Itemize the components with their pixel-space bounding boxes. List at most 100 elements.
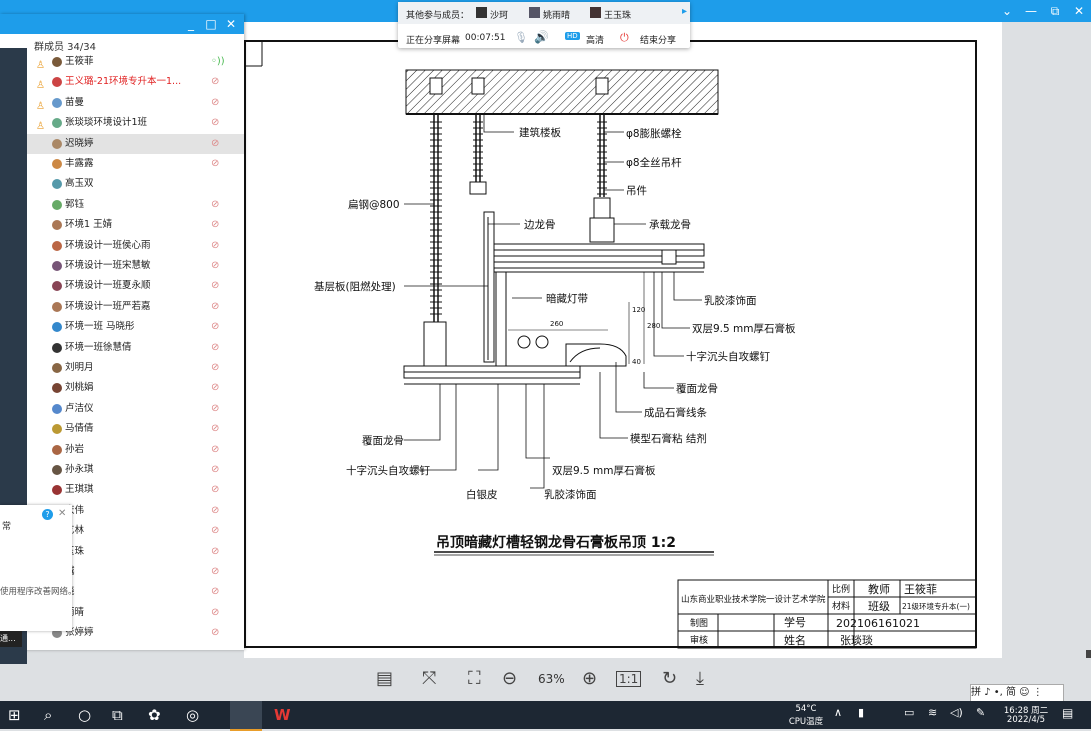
- member-name: 艺林: [65, 525, 85, 537]
- actual-size-icon[interactable]: 1:1: [616, 671, 642, 687]
- svg-text:202106161021: 202106161021: [836, 617, 920, 630]
- restore-icon[interactable]: ⧉: [1050, 3, 1060, 18]
- chevron-up-icon[interactable]: ∧: [834, 706, 843, 719]
- member-row[interactable]: 环境设计一班夏永顺⊘: [27, 276, 244, 296]
- member-name: 环境设计一班侯心雨: [65, 239, 151, 251]
- browser-icon[interactable]: ◎: [186, 706, 200, 724]
- end-share-button[interactable]: 结束分享: [640, 36, 677, 46]
- svg-text:边龙骨: 边龙骨: [524, 218, 556, 231]
- svg-text:教师: 教师: [868, 583, 890, 596]
- member-row[interactable]: 王琪琪⊘: [27, 480, 244, 500]
- close-icon[interactable]: ✕: [58, 508, 67, 519]
- member-row[interactable]: 环境一班徐慧倩⊘: [27, 338, 244, 358]
- search-icon[interactable]: ⌕: [44, 706, 53, 724]
- member-row[interactable]: 孙永琪⊘: [27, 460, 244, 480]
- member-name: 刘明月: [65, 362, 94, 373]
- cortana-icon[interactable]: ○: [78, 706, 92, 724]
- avatar: [52, 403, 62, 414]
- avatar: [52, 628, 62, 639]
- avatar: [590, 7, 601, 18]
- wifi-icon[interactable]: ≋: [928, 706, 938, 719]
- member-row[interactable]: 孙岩⊘: [27, 440, 244, 460]
- notification-center-icon[interactable]: ▤: [1062, 706, 1074, 720]
- app-icon[interactable]: ✿: [148, 706, 161, 724]
- speaker-icon[interactable]: 🔊: [534, 30, 549, 44]
- power-icon[interactable]: ⏻: [620, 31, 629, 44]
- zoom-in-icon[interactable]: ⊕: [582, 668, 598, 689]
- avatar: [52, 97, 62, 108]
- member-name: 环境一班 马晓彤: [65, 321, 135, 333]
- svg-text:姓名: 姓名: [784, 633, 806, 647]
- layout-icon[interactable]: ▤: [376, 668, 394, 689]
- download-icon[interactable]: ⤓: [696, 668, 704, 689]
- close-icon[interactable]: ✕: [1073, 4, 1085, 18]
- pen-icon[interactable]: ✎: [976, 706, 986, 719]
- avatar: [52, 363, 62, 373]
- mic-muted-icon: ⊘: [211, 137, 220, 149]
- member-row[interactable]: 郭钰⊘: [27, 195, 244, 215]
- member-row[interactable]: 刘桃娟⊘: [27, 378, 244, 398]
- member-row[interactable]: 卢洁仪⊘: [27, 399, 244, 419]
- battery-icon[interactable]: ▭: [904, 706, 915, 719]
- chevron-down-icon[interactable]: ⌄: [1001, 4, 1013, 18]
- zoom-out-icon[interactable]: ⊖: [502, 668, 518, 689]
- avatar: [52, 301, 62, 312]
- chevron-right-icon[interactable]: ▸: [682, 6, 688, 17]
- notification-action-button[interactable]: 通...: [0, 631, 22, 647]
- avatar: [52, 342, 62, 353]
- svg-text:40: 40: [632, 358, 641, 366]
- avatar: [52, 159, 62, 169]
- microphone-icon[interactable]: 🎙: [514, 31, 528, 44]
- member-row[interactable]: 环境一班 马晓彤⊘: [27, 317, 244, 337]
- member-row[interactable]: ♙王筱菲◦)): [27, 52, 244, 72]
- mic-muted-icon: ⊘: [211, 627, 220, 639]
- mic-muted-icon: ⊘: [211, 198, 220, 210]
- close-icon[interactable]: ✕: [225, 17, 237, 31]
- maximize-icon[interactable]: □: [205, 17, 217, 31]
- volume-icon[interactable]: ◁): [950, 706, 963, 719]
- qq-app-icon[interactable]: [230, 701, 262, 731]
- member-row[interactable]: 马倩倩⊘: [27, 419, 244, 439]
- help-icon[interactable]: ?: [42, 509, 53, 520]
- svg-text:覆面龙骨: 覆面龙骨: [362, 434, 404, 447]
- hd-label[interactable]: 高清: [586, 36, 605, 46]
- member-row[interactable]: 迟晓婷⊘: [27, 133, 244, 154]
- avatar: [52, 199, 62, 210]
- mic-muted-icon: ⊘: [211, 96, 220, 108]
- member-row[interactable]: ♙张琰琰环境设计1班⊘: [27, 113, 244, 133]
- svg-text:十字沉头自攻螺钉: 十字沉头自攻螺钉: [686, 350, 770, 363]
- avatar: [52, 220, 62, 231]
- cpu-temp: 54°C: [795, 704, 817, 714]
- member-row[interactable]: 环境设计一班宋慧敏⊘: [27, 256, 244, 276]
- cpu-temp-label: CPU温度: [788, 717, 824, 727]
- svg-text:制图: 制图: [690, 617, 708, 629]
- member-row[interactable]: ♙王义璐-21环境专升本一1...⊘: [27, 72, 244, 92]
- member-name: 环境1 王婧: [65, 219, 113, 231]
- member-row[interactable]: 刘明月⊘: [27, 358, 244, 378]
- ime-toolbar[interactable]: 拼 ♪ •, 简 ☺ ⋮: [970, 684, 1064, 702]
- task-view-icon[interactable]: ⧉: [112, 706, 123, 724]
- member-row[interactable]: 环境设计一班侯心雨⊘: [27, 236, 244, 256]
- hd-badge[interactable]: HD: [565, 32, 580, 40]
- minimize-icon[interactable]: _: [188, 17, 194, 31]
- fullscreen-icon[interactable]: ⛶: [468, 668, 481, 689]
- mic-muted-icon: ⊘: [211, 606, 220, 618]
- windows-start-icon[interactable]: ⊞: [8, 706, 21, 724]
- svg-text:扁钢@800: 扁钢@800: [348, 198, 400, 211]
- minimize-icon[interactable]: —: [1025, 4, 1037, 18]
- member-count: 群成员 34/34: [34, 42, 96, 53]
- wps-icon[interactable]: W: [274, 706, 291, 724]
- member-name: 庆伟: [65, 504, 85, 516]
- member-name: 高玉双: [65, 178, 94, 190]
- member-row[interactable]: ♙苗曼⊘: [27, 93, 244, 113]
- member-row[interactable]: 丰露露⊘: [27, 154, 244, 174]
- usb-icon[interactable]: ▮: [858, 706, 865, 719]
- member-name: 王筱菲: [65, 56, 94, 67]
- member-row[interactable]: 张婷婷⊘: [27, 623, 244, 643]
- fit-screen-icon[interactable]: ⤧: [422, 668, 437, 689]
- rotate-icon[interactable]: ↻: [662, 668, 678, 689]
- svg-text:φ8膨胀螺栓: φ8膨胀螺栓: [626, 127, 682, 140]
- member-row[interactable]: 环境1 王婧⊘: [27, 215, 244, 235]
- member-row[interactable]: 环境设计一班严若嘉⊘: [27, 297, 244, 317]
- member-row[interactable]: 高玉双: [27, 174, 244, 194]
